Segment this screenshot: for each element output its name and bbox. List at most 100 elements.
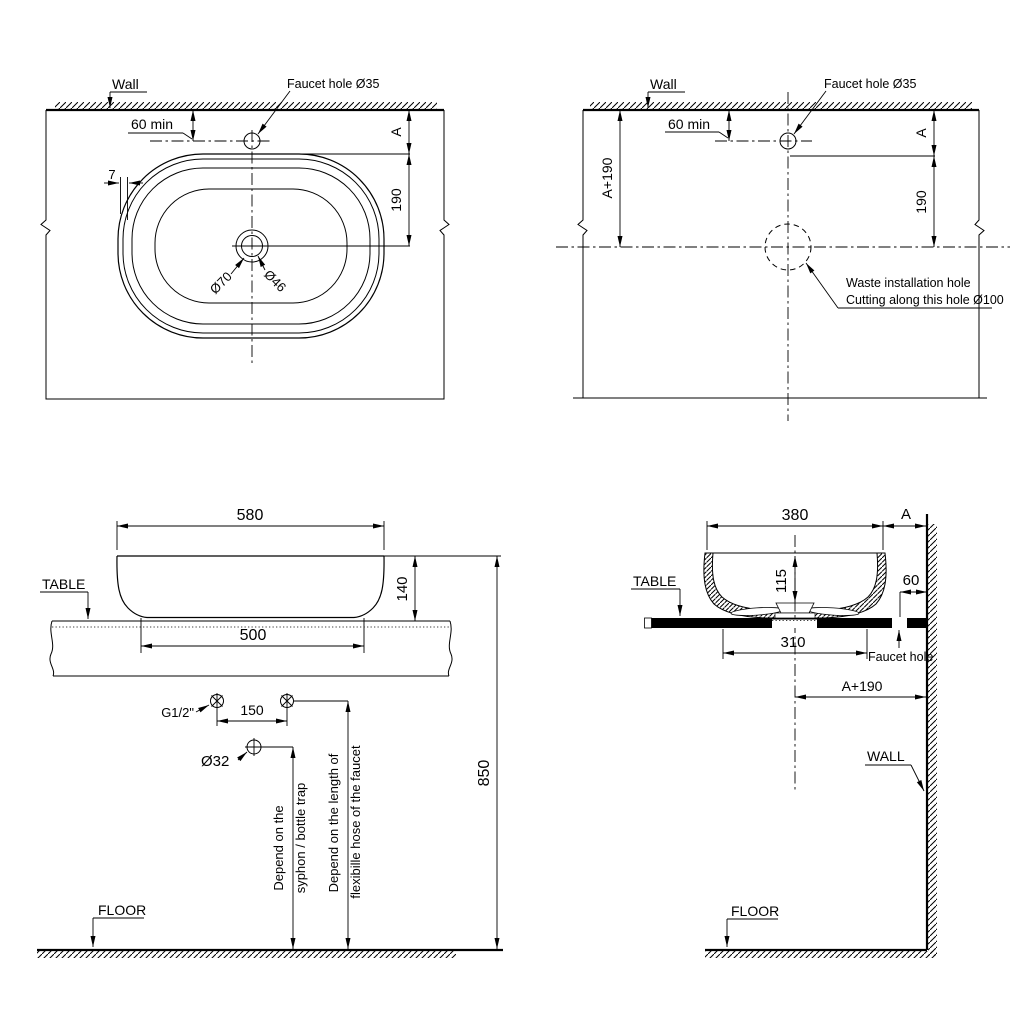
faucet-hole-callout: Faucet hole Ø35 bbox=[257, 77, 379, 135]
supply-cross bbox=[281, 693, 293, 709]
plan-basin-view: Wall Faucet hole Ø35 60 min 7 bbox=[40, 76, 450, 400]
faucet-hole-label: Faucet hole Ø35 bbox=[824, 77, 916, 91]
dim-a-label: A bbox=[913, 128, 929, 138]
dim-a190-label: A+190 bbox=[599, 157, 615, 198]
dim-580-label: 580 bbox=[237, 507, 264, 524]
faucet-hole-callout: Faucet hole bbox=[868, 630, 933, 664]
dim-115-label: 115 bbox=[773, 569, 790, 593]
table-end-cap bbox=[644, 617, 652, 629]
dim-d46-leader bbox=[257, 255, 266, 271]
dim-a-plus-190: A+190 bbox=[795, 678, 926, 700]
floor-label: FLOOR bbox=[98, 902, 146, 918]
waste-hole-callout: Waste installation hole Cutting along th… bbox=[805, 262, 1004, 309]
waste-hole-circle bbox=[764, 223, 812, 271]
dim-60-label: 60 bbox=[903, 572, 920, 589]
side-elevation-view: 380 A 115 TABLE bbox=[631, 506, 937, 958]
countertop-outline bbox=[40, 110, 450, 400]
faucet-leader bbox=[257, 90, 291, 135]
table bbox=[49, 620, 453, 677]
hose-note-line1: Depend on the length of bbox=[326, 753, 341, 892]
dim-380-a: 380 A bbox=[706, 506, 926, 550]
dim-850-label: 850 bbox=[476, 760, 493, 787]
syphon-note-line1: Depend on the bbox=[271, 805, 286, 890]
variable-height-lines: Depend on the syphon / bottle trap Depen… bbox=[271, 701, 363, 949]
dim-a-190-right: A 190 bbox=[790, 110, 937, 247]
hose-note-line2: flexibille hose of the faucet bbox=[348, 745, 363, 899]
dim-a-label: A bbox=[388, 127, 404, 137]
dim-380-label: 380 bbox=[782, 507, 809, 524]
dim-60min: 60 min bbox=[665, 110, 732, 141]
plan-cutout-view: Wall Faucet hole Ø35 60 min A+190 A bbox=[556, 76, 1010, 421]
dim-140-label: 140 bbox=[394, 576, 411, 601]
faucet-hole-gap bbox=[892, 618, 907, 628]
faucet-hole-label: Faucet hole Ø35 bbox=[287, 77, 379, 91]
dim-a190-label: A+190 bbox=[842, 678, 883, 694]
front-elevation-view: 580 140 TABLE 500 bbox=[37, 507, 503, 958]
faucet-leader bbox=[793, 90, 827, 135]
drain-point: Ø32 bbox=[201, 738, 293, 770]
countertop-outline bbox=[573, 110, 987, 399]
wall-hatching bbox=[928, 524, 937, 956]
wall-callout: Wall bbox=[645, 76, 685, 108]
floor-hatching bbox=[705, 951, 937, 958]
drain-inner-circle bbox=[241, 235, 263, 257]
dim-60min-label: 60 min bbox=[131, 116, 173, 132]
table-label: TABLE bbox=[633, 573, 676, 589]
faucet-hole-label: Faucet hole bbox=[868, 650, 933, 664]
dim-7-label: 7 bbox=[108, 167, 115, 182]
dim-a-190: A 190 bbox=[210, 110, 412, 247]
floor-label: FLOOR bbox=[731, 903, 779, 919]
dim-500-label: 500 bbox=[240, 627, 267, 644]
dim-60min: 60 min bbox=[128, 110, 196, 141]
waste-hole-gap bbox=[772, 619, 817, 628]
wall-label: Wall bbox=[650, 76, 677, 92]
drain-pipe-label: Ø32 bbox=[201, 753, 229, 770]
dim-d70-leader bbox=[230, 257, 245, 275]
dim-60min-label: 60 min bbox=[668, 116, 710, 132]
waste-note-line1: Waste installation hole bbox=[846, 276, 971, 290]
floor-callout: FLOOR bbox=[90, 902, 146, 947]
supply-symbol-right bbox=[280, 693, 294, 709]
supply-thread-label: G1/2" bbox=[161, 705, 194, 720]
water-supply-points: G1/2" 150 bbox=[161, 693, 348, 726]
wall-callout: WALL bbox=[865, 748, 925, 792]
dim-a-plus-190: A+190 bbox=[599, 110, 623, 247]
table-callout: TABLE bbox=[40, 576, 91, 619]
dim-a-label: A bbox=[901, 506, 911, 523]
drain-cross bbox=[245, 738, 263, 756]
table-label: TABLE bbox=[42, 576, 85, 592]
wall-leader bbox=[910, 764, 925, 792]
floor-callout: FLOOR bbox=[724, 903, 779, 947]
table-break-right bbox=[447, 620, 453, 677]
wall-hatching bbox=[590, 102, 972, 110]
floor-hatching bbox=[37, 951, 456, 958]
syphon-note-line2: syphon / bottle trap bbox=[293, 783, 308, 894]
dim-500: 500 bbox=[140, 618, 365, 653]
dim-310-label: 310 bbox=[780, 634, 805, 651]
dim-7: 7 bbox=[104, 167, 143, 220]
drain-leader bbox=[237, 751, 248, 762]
supply-symbol-left bbox=[210, 693, 224, 709]
dim-140: 140 bbox=[117, 555, 501, 621]
dim-60: 60 bbox=[899, 572, 927, 617]
dim-190-label: 190 bbox=[388, 188, 404, 212]
dim-190-label: 190 bbox=[913, 190, 929, 214]
dim-310: 310 bbox=[722, 629, 868, 659]
waste-leader bbox=[805, 262, 839, 309]
faucet-hole-callout: Faucet hole Ø35 bbox=[793, 77, 916, 135]
wall-hatching bbox=[55, 102, 437, 110]
wall-label: Wall bbox=[112, 76, 139, 92]
dim-580: 580 bbox=[116, 507, 385, 550]
table-section bbox=[644, 617, 926, 629]
wall-label: WALL bbox=[867, 748, 905, 764]
wall-callout: Wall bbox=[107, 76, 147, 108]
table-callout: TABLE bbox=[631, 573, 683, 616]
dim-850: 850 bbox=[476, 556, 500, 949]
dim-150-label: 150 bbox=[240, 702, 264, 718]
waste-note-line2: Cutting along this hole Ø100 bbox=[846, 293, 1004, 307]
supply-leader bbox=[195, 704, 210, 713]
supply-cross bbox=[211, 693, 223, 709]
